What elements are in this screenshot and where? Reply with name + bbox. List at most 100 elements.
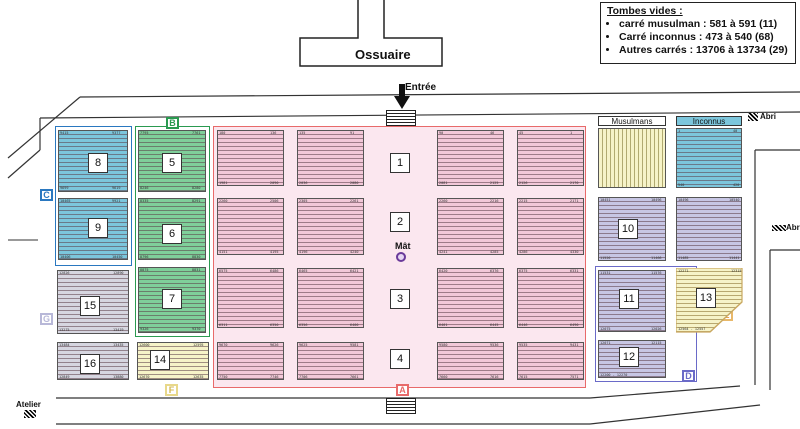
legend-item: Autres carrés : 13706 à 13734 (29) (619, 44, 789, 56)
grave-number: 2170 (570, 181, 579, 185)
plot-a-15[interactable] (437, 342, 504, 380)
plot-label-14[interactable]: 14 (150, 350, 170, 370)
plot-musulmans[interactable] (598, 128, 666, 188)
plot-a-1[interactable] (217, 130, 284, 186)
legend-box: Tombes vides : carré musulman : 581 à 59… (600, 2, 796, 64)
grave-number: 4330 (570, 250, 579, 254)
grave-number: 135 (299, 131, 306, 135)
grave-number: 2171 (570, 199, 579, 203)
plot-inconnus[interactable] (676, 128, 742, 188)
grave-number: 12890 (113, 271, 124, 275)
grave-number: 12115 (651, 341, 662, 345)
grave-number: 7746 (270, 375, 279, 379)
grave-number: 6311 (219, 323, 228, 327)
grave-number: 4151 (219, 250, 228, 254)
plot-label-8[interactable]: 8 (88, 153, 108, 173)
grave-number: 7615 (519, 375, 528, 379)
plot-label-4[interactable]: 4 (390, 349, 410, 369)
legend-title: Tombes vides : (607, 5, 683, 17)
mat-label: Mât (395, 241, 411, 251)
grave-number: 6490 (570, 323, 579, 327)
plot-a-4[interactable] (517, 130, 584, 186)
grave-number: 7616 (490, 375, 499, 379)
plot-a-7[interactable] (437, 198, 504, 255)
plot-a-14[interactable] (297, 342, 364, 380)
plot-a-8[interactable] (517, 198, 584, 255)
legend-item: carré musulman : 581 à 591 (11) (619, 18, 789, 30)
grave-number: 6376 (490, 269, 499, 273)
plot-label-3[interactable]: 3 (390, 289, 410, 309)
plot-a-12[interactable] (517, 268, 584, 328)
grave-number: 91 (350, 131, 355, 135)
grave-number: 6446 (519, 323, 528, 327)
grave-number: 6375 (519, 269, 528, 273)
grave-number: 8335 (140, 199, 149, 203)
grave-number: 12595 (193, 343, 204, 347)
plot-a-10[interactable] (297, 268, 364, 328)
plot-label-13[interactable]: 13 (696, 288, 716, 308)
plot-a-16[interactable] (517, 342, 584, 380)
plot-label-11[interactable]: 11 (619, 289, 639, 309)
grave-number: 9581 (350, 343, 359, 347)
grave-number: 6486 (270, 269, 279, 273)
grave-number: 6445 (490, 323, 499, 327)
grave-number: 7661 (350, 375, 359, 379)
plot-16[interactable] (57, 342, 129, 380)
grave-number: 6465 (299, 269, 308, 273)
grave-number: 2081 (439, 181, 448, 185)
atelier-label: Atelier (16, 400, 41, 409)
plot-a-2[interactable] (297, 130, 364, 186)
grave-number: 9536 (490, 343, 499, 347)
plot-label-12[interactable]: 12 (619, 347, 639, 367)
plot-a-13[interactable] (217, 342, 284, 380)
plot-label-1[interactable]: 1 (390, 153, 410, 173)
plot-a-11[interactable] (437, 268, 504, 328)
grave-number: 13275 (59, 328, 70, 332)
grave-number: 8796 (140, 255, 149, 259)
grave-number: 9415 (60, 131, 69, 135)
plot-a-9[interactable] (217, 268, 284, 328)
grave-number: 45 (519, 131, 524, 135)
section-label-g: G (40, 313, 53, 325)
plot-12[interactable] (598, 340, 666, 378)
plot-label-16[interactable]: 16 (80, 354, 100, 374)
plot-label-10[interactable]: 10 (618, 219, 638, 239)
plot-label-15[interactable]: 15 (80, 296, 100, 316)
grave-number: 4195 (270, 250, 279, 254)
grave-number: 9670 (219, 343, 228, 347)
grave-number: 7706 (299, 375, 308, 379)
plot-a-6[interactable] (297, 198, 364, 255)
grave-number: 10451 (600, 198, 611, 202)
inconnus-header: Inconnus (676, 116, 742, 126)
grave-number: 1981 (219, 181, 228, 185)
grave-number: 2215 (519, 199, 528, 203)
grave-number: 9619 (112, 186, 121, 190)
section-label-f: F (165, 384, 178, 396)
grave-number: 11531 (600, 271, 611, 275)
grave-number: 12315 (731, 269, 742, 273)
plot-label-6[interactable]: 6 (162, 224, 182, 244)
plot-a-5[interactable] (217, 198, 284, 255)
grave-number: 4285 (490, 250, 499, 254)
grave-number: 12071 (600, 341, 611, 345)
plot-label-2[interactable]: 2 (390, 212, 410, 232)
grave-number: 12849 (59, 375, 70, 379)
plot-a-3[interactable] (437, 130, 504, 186)
grave-number: 9326 (140, 327, 149, 331)
plot-14[interactable] (137, 342, 209, 380)
grave-number: 13484 (59, 343, 70, 347)
plot-8[interactable] (58, 130, 128, 192)
plot-15[interactable] (57, 270, 129, 334)
grave-number: 12635 (193, 375, 204, 379)
grave-number: 2036 (299, 181, 308, 185)
plot-label-5[interactable]: 5 (162, 153, 182, 173)
musulmans-header: Musulmans (598, 116, 666, 126)
plot-10[interactable] (598, 197, 666, 261)
section-label-b: B (166, 117, 179, 129)
grave-number: 13880 (113, 375, 124, 379)
plot-label-9[interactable]: 9 (88, 218, 108, 238)
plot-label-7[interactable]: 7 (162, 289, 182, 309)
plot-10b[interactable] (676, 197, 742, 261)
grave-number: 12075 (600, 327, 611, 331)
entrance-stairs-bottom[interactable] (386, 398, 416, 414)
